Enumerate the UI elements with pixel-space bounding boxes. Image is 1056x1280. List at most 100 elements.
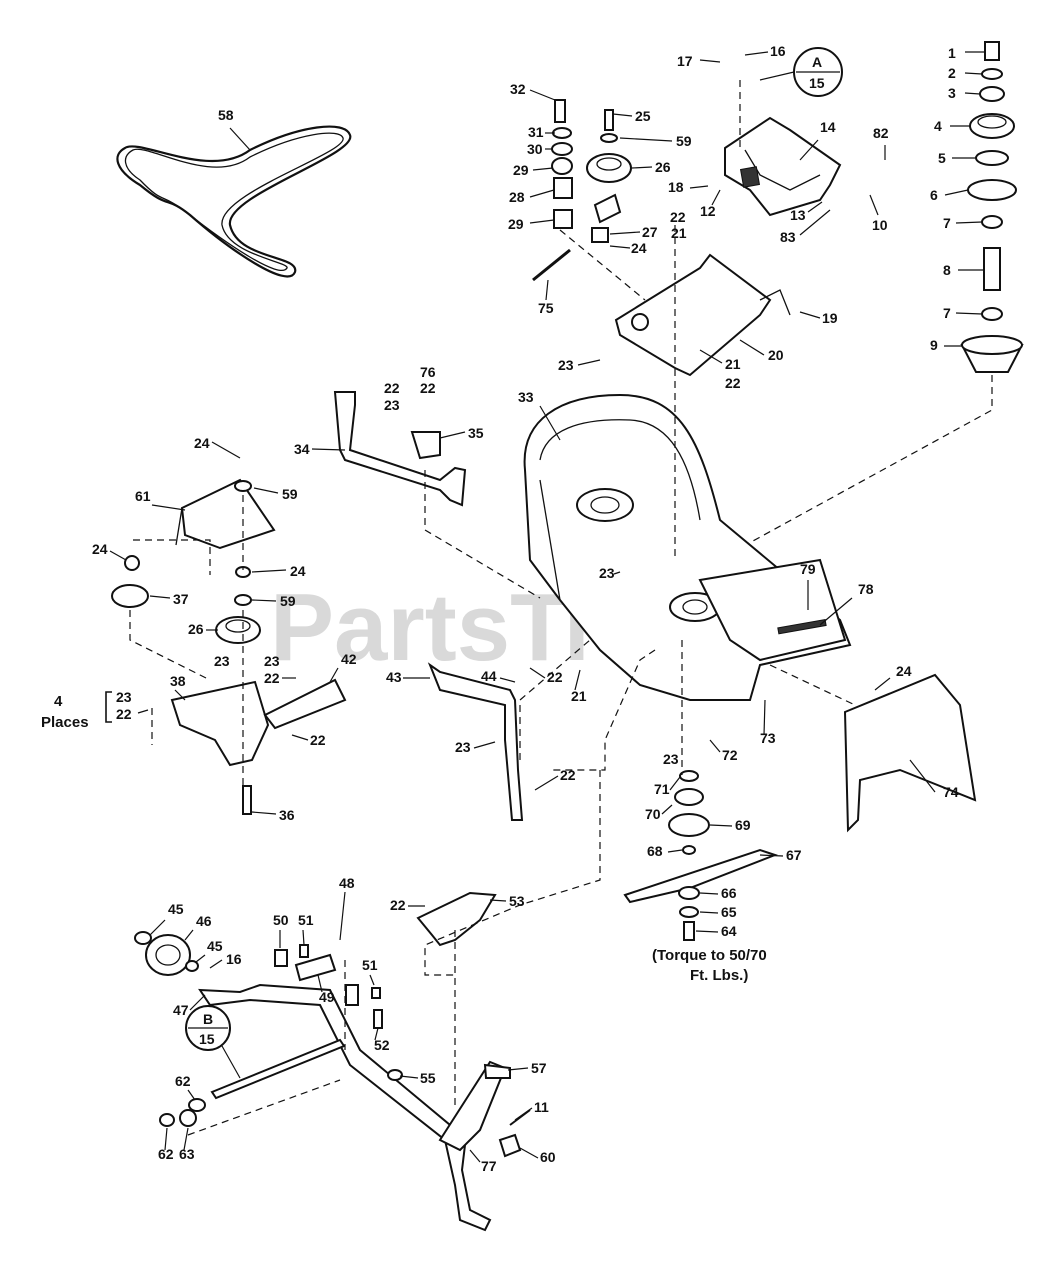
part-number-23[interactable]: 23 (455, 739, 471, 755)
part-number-23[interactable]: 23 (384, 397, 400, 413)
belt[interactable] (116, 125, 352, 278)
part-number-60[interactable]: 60 (540, 1149, 556, 1165)
part-number-23[interactable]: 23 (264, 653, 280, 669)
part-number-22[interactable]: 22 (547, 669, 563, 685)
part-number-66[interactable]: 66 (721, 885, 737, 901)
part-number-21[interactable]: 21 (571, 688, 587, 704)
part-number-55[interactable]: 55 (420, 1070, 436, 1086)
part-number-62[interactable]: 62 (158, 1146, 174, 1162)
part-number-73[interactable]: 73 (760, 730, 776, 746)
part-number-7[interactable]: 7 (943, 215, 951, 231)
part-number-22[interactable]: 22 (420, 380, 436, 396)
washer[interactable] (981, 68, 1003, 80)
part-number-27[interactable]: 27 (642, 224, 658, 240)
blade-assembly[interactable] (623, 770, 778, 941)
part-number-3[interactable]: 3 (948, 85, 956, 101)
part-number-24[interactable]: 24 (631, 240, 647, 256)
part-number-59[interactable]: 59 (676, 133, 692, 149)
bracket-clip[interactable] (410, 431, 441, 460)
part-number-5[interactable]: 5 (938, 150, 946, 166)
part-number-53[interactable]: 53 (509, 893, 525, 909)
part-number-17[interactable]: 17 (677, 53, 693, 69)
part-number-22[interactable]: 22 (116, 706, 132, 722)
part-number-47[interactable]: 47 (173, 1002, 189, 1018)
part-number-42[interactable]: 42 (341, 651, 357, 667)
part-number-23[interactable]: 23 (214, 653, 230, 669)
part-number-50[interactable]: 50 (273, 912, 289, 928)
part-number-12[interactable]: 12 (700, 203, 716, 219)
part-number-44[interactable]: 44 (481, 668, 497, 684)
part-number-7[interactable]: 7 (943, 305, 951, 321)
linkage-rod[interactable] (427, 662, 524, 821)
discharge-chute[interactable] (843, 673, 977, 833)
part-number-16[interactable]: 16 (226, 951, 242, 967)
part-number-22[interactable]: 22 (670, 209, 686, 225)
part-number-37[interactable]: 37 (173, 591, 189, 607)
part-number-71[interactable]: 71 (654, 781, 670, 797)
part-number-24[interactable]: 24 (290, 563, 306, 579)
part-number-43[interactable]: 43 (386, 669, 402, 685)
bracket-arm[interactable] (263, 678, 347, 730)
blade[interactable] (623, 848, 778, 904)
lift-lever-assembly[interactable] (134, 931, 531, 1232)
part-number-64[interactable]: 64 (721, 923, 737, 939)
part-number-6[interactable]: 6 (930, 187, 938, 203)
nut[interactable] (979, 86, 1005, 102)
part-number-29[interactable]: 29 (508, 216, 524, 232)
part-number-26[interactable]: 26 (188, 621, 204, 637)
part-number-32[interactable]: 32 (510, 81, 526, 97)
part-number-16[interactable]: 16 (770, 43, 786, 59)
part-number-82[interactable]: 82 (873, 125, 889, 141)
part-number-8[interactable]: 8 (943, 262, 951, 278)
part-number-30[interactable]: 30 (527, 141, 543, 157)
part-number-22[interactable]: 22 (310, 732, 326, 748)
part-number-65[interactable]: 65 (721, 904, 737, 920)
flat-idler[interactable] (111, 584, 149, 608)
part-number-21[interactable]: 21 (671, 225, 687, 241)
part-number-51[interactable]: 51 (362, 957, 378, 973)
flange[interactable] (967, 179, 1017, 201)
part-number-68[interactable]: 68 (647, 843, 663, 859)
part-number-18[interactable]: 18 (668, 179, 684, 195)
part-number-24[interactable]: 24 (896, 663, 912, 679)
part-number-69[interactable]: 69 (735, 817, 751, 833)
part-number-78[interactable]: 78 (858, 581, 874, 597)
part-number-62[interactable]: 62 (175, 1073, 191, 1089)
part-number-48[interactable]: 48 (339, 875, 355, 891)
idler-bracket[interactable] (170, 680, 270, 767)
part-number-21[interactable]: 21 (725, 356, 741, 372)
part-number-51[interactable]: 51 (298, 912, 314, 928)
part-number-79[interactable]: 79 (800, 561, 816, 577)
part-number-83[interactable]: 83 (780, 229, 796, 245)
part-number-14[interactable]: 14 (820, 119, 836, 135)
part-number-13[interactable]: 13 (790, 207, 806, 223)
idler-bracket-upper[interactable] (614, 116, 842, 377)
part-number-24[interactable]: 24 (194, 435, 210, 451)
part-number-11[interactable]: 11 (534, 1099, 549, 1115)
lift-handle[interactable] (438, 1060, 507, 1152)
part-number-19[interactable]: 19 (822, 310, 838, 326)
part-number-36[interactable]: 36 (279, 807, 295, 823)
part-number-23[interactable]: 23 (558, 357, 574, 373)
belt-guard[interactable] (180, 478, 276, 550)
part-number-57[interactable]: 57 (531, 1060, 547, 1076)
part-number-23[interactable]: 23 (599, 565, 615, 581)
spacer-lower[interactable] (981, 307, 1003, 321)
part-number-4[interactable]: 4 (934, 118, 942, 134)
idler-arm-plate[interactable] (614, 253, 772, 377)
part-number-34[interactable]: 34 (294, 441, 310, 457)
part-number-72[interactable]: 72 (722, 747, 738, 763)
part-number-61[interactable]: 61 (135, 488, 151, 504)
part-number-31[interactable]: 31 (528, 124, 544, 140)
part-number-20[interactable]: 20 (768, 347, 784, 363)
part-number-33[interactable]: 33 (518, 389, 534, 405)
bolt[interactable] (984, 41, 1000, 61)
part-number-59[interactable]: 59 (282, 486, 298, 502)
part-number-67[interactable]: 67 (786, 847, 802, 863)
spacer[interactable] (981, 215, 1003, 229)
part-number-59[interactable]: 59 (280, 593, 296, 609)
part-number-22[interactable]: 22 (560, 767, 576, 783)
part-number-63[interactable]: 63 (179, 1146, 195, 1162)
deck-hanger[interactable] (333, 391, 467, 507)
part-number-38[interactable]: 38 (170, 673, 186, 689)
